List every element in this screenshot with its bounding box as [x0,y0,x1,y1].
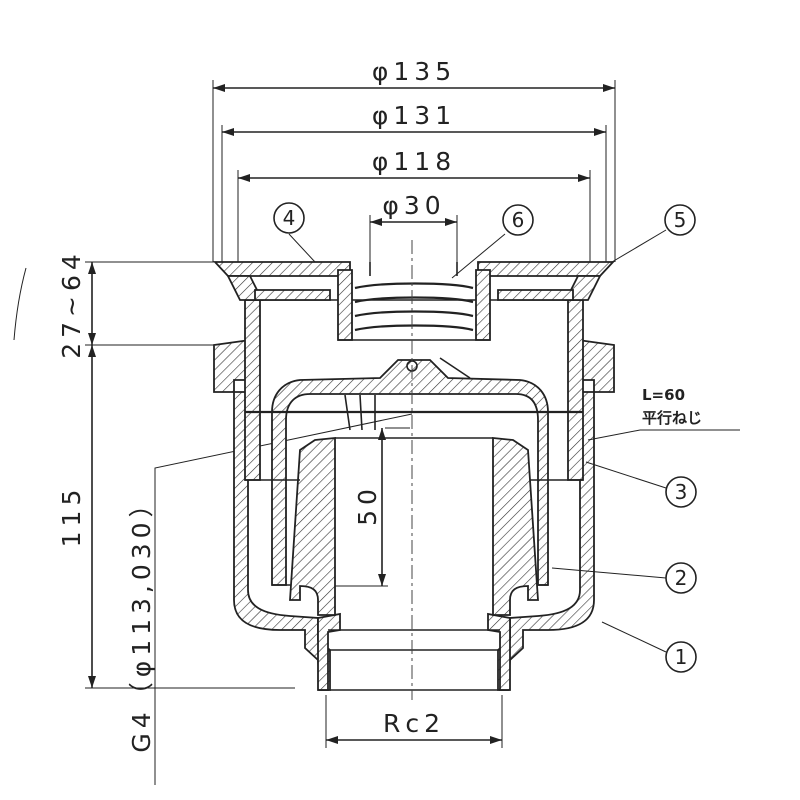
dim-label-phi135: φ135 [372,57,456,86]
part-6-center-plug [337,262,491,379]
callout-label-4: 4 [283,206,296,230]
callout-circle-3 [665,476,697,508]
inner-pipe [289,437,539,616]
callout-circle-4 [273,202,305,234]
inner-dimension-50: 50 [290,427,410,587]
dim-label-rc2: Rc2 [383,709,445,738]
dim-label-115: 115 [57,485,86,548]
callouts: 4 6 5 3 2 1 L=60 平行ねじ [273,202,740,673]
callout-circle-1 [665,641,697,673]
part-4-grate [212,261,616,301]
dim-label-g4: G4（φ113,030） [127,487,156,752]
dim-label-27-64: 27~64 [57,249,86,359]
note-thread: 平行ねじ [642,409,702,427]
callout-label-1: 1 [675,645,688,669]
dim-label-phi118: φ118 [372,147,456,176]
note-l60: L=60 [642,386,685,404]
top-dimensions: φ135 φ131 φ118 φ30 [212,57,616,268]
dim-label-phi131: φ131 [372,101,456,130]
callout-label-2: 2 [675,566,688,590]
callout-label-5: 5 [674,208,687,232]
dim-label-phi30: φ30 [382,191,445,220]
callout-label-6: 6 [512,208,525,232]
part-3-strainer [244,299,584,481]
callout-circle-2 [665,562,697,594]
bottom-dimension-rc2: Rc2 [325,695,503,748]
left-dimensions: 27~64 115 G4（φ113,030） [13,249,413,785]
callout-circle-5 [664,204,696,236]
callout-label-3: 3 [675,480,688,504]
dim-label-50: 50 [353,484,382,526]
callout-circle-6 [502,204,534,236]
part-1-body [213,338,615,691]
